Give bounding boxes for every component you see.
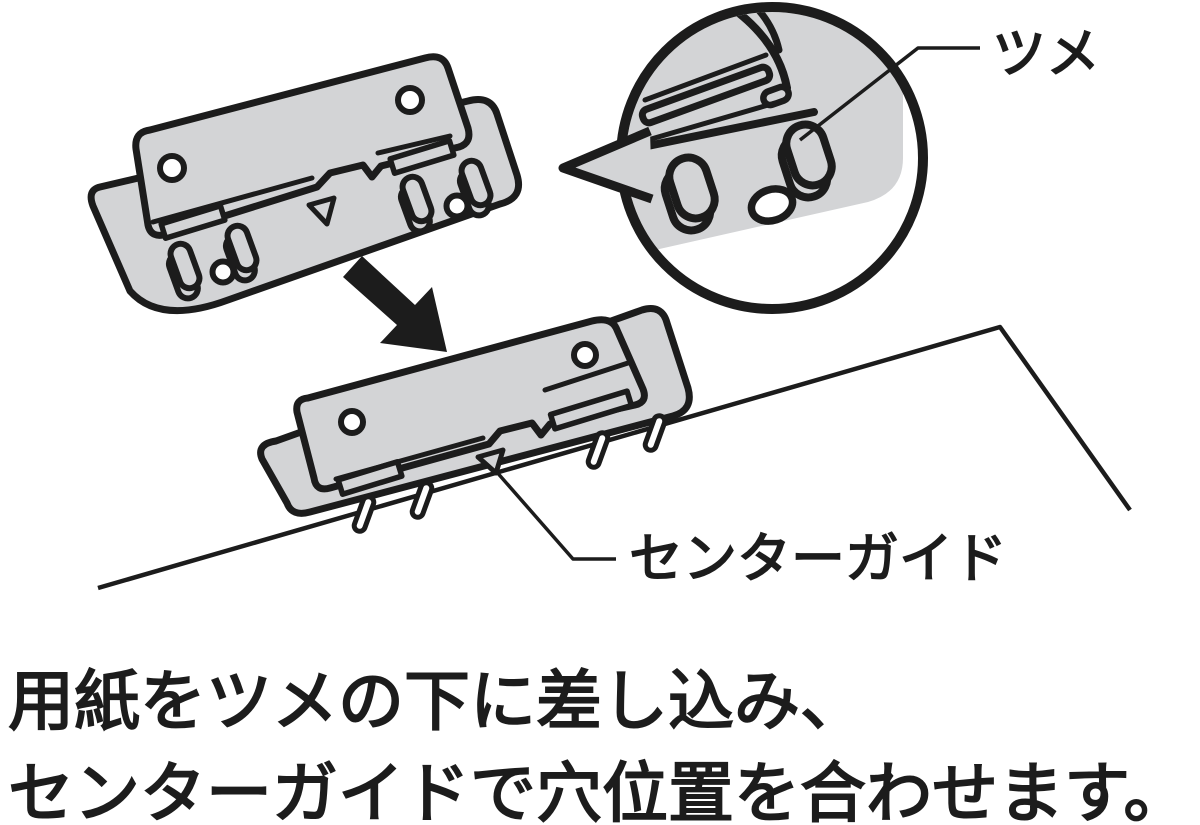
center-guide-label: センターガイド (629, 529, 1007, 589)
punch-unit-floating (87, 53, 523, 315)
caption-line-2: センターガイドで穴位置を合わせます。 (8, 756, 1189, 825)
punch-cover-flap (132, 53, 473, 239)
claw-detail-callout (558, 2, 928, 314)
latch-slot-magnified (638, 63, 774, 127)
punch-hole (443, 192, 471, 220)
flap-fold-line (542, 360, 631, 393)
center-guide-leader-line (493, 468, 616, 561)
latch-slot (547, 388, 635, 432)
rivet-hole (571, 341, 599, 369)
rivet-hole (395, 85, 425, 115)
flap-corner-magnified (723, 12, 783, 54)
center-guide-mark (475, 447, 506, 476)
fold-line-magnified (642, 52, 769, 103)
flap-corner-magnified (696, 12, 791, 92)
claw-leader-line (798, 46, 980, 142)
rivet-hole (157, 153, 187, 183)
flap-fold-line (150, 175, 315, 225)
punch-cover-flap (293, 316, 648, 493)
flap-fold-line (375, 133, 453, 156)
paper-sheet-edge (97, 324, 1132, 591)
flap-edge-magnified (638, 100, 778, 145)
callout-pointer-tail-outline (558, 126, 654, 204)
punch-unit-on-paper (257, 305, 693, 517)
flap-edge-magnified (626, 108, 818, 156)
center-guide-mark (306, 195, 337, 227)
claw-label: ツメ (992, 24, 1100, 84)
insert-direction-arrow-icon (343, 256, 447, 352)
latch-slot (335, 459, 405, 497)
flap-corner-foot (760, 83, 792, 109)
callout-pointer-tail (563, 131, 652, 199)
punch-hole (209, 258, 237, 286)
punch-hole-magnified (747, 185, 797, 225)
latch-slot (158, 203, 228, 241)
caption-line-1: 用紙をツメの下に差し込み、 (8, 664, 866, 738)
latch-slot (387, 138, 457, 176)
rivet-hole (338, 408, 366, 436)
